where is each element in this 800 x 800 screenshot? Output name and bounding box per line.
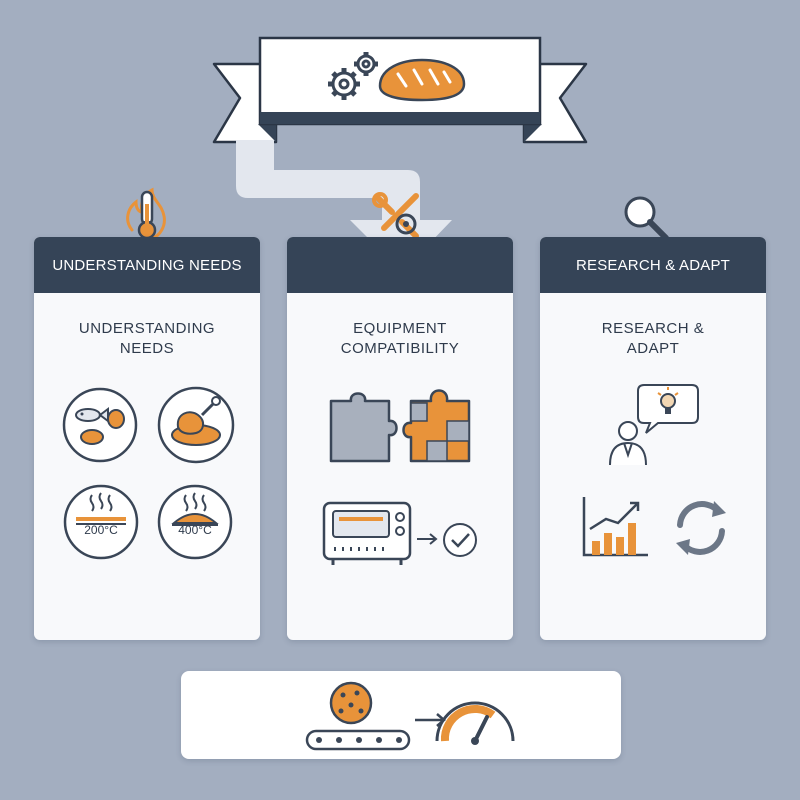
magnifier-icon	[624, 196, 669, 241]
card-header	[287, 237, 513, 293]
card-header: RESEARCH & ADAPT	[540, 237, 766, 293]
card-research-adapt: RESEARCH & ADAPT RESEARCH & ADAPT	[540, 237, 766, 640]
card-understanding-needs: UNDERSTANDING NEEDS UNDERSTANDING NEEDS …	[34, 237, 260, 640]
thermometer-flame-icon	[126, 187, 166, 240]
gears-icon	[328, 52, 378, 100]
puzzle-icon	[329, 389, 471, 463]
growth-chart-icon	[582, 497, 648, 557]
cycle-icon	[676, 501, 726, 555]
person-idea-icon	[609, 384, 699, 466]
wrench-gear-icon	[372, 192, 419, 239]
bottom-panel	[181, 671, 621, 759]
roast-chicken-icon	[157, 386, 235, 464]
low-temp-label: 200°C	[84, 523, 118, 537]
oven-icon	[322, 501, 412, 565]
bread-loaf-icon	[378, 58, 466, 102]
fish-patties-icon	[62, 387, 138, 463]
gauge-icon	[435, 701, 515, 745]
high-heat-icon	[157, 484, 233, 560]
cookie-conveyor-icon	[305, 681, 411, 751]
card-header: UNDERSTANDING NEEDS	[34, 237, 260, 293]
card-title: EQUIPMENT COMPATIBILITY	[340, 320, 460, 357]
check-icon	[443, 523, 477, 557]
low-heat-icon	[63, 484, 139, 560]
card-title: UNDERSTANDING NEEDS	[78, 320, 216, 357]
arrow-right-icon	[417, 533, 438, 545]
top-banner	[212, 36, 588, 144]
card-equipment-compatibility: EQUIPMENT COMPATIBILITY	[287, 237, 513, 640]
card-title: RESEARCH & ADAPT	[601, 320, 705, 357]
high-temp-label: 400°C	[178, 523, 212, 537]
